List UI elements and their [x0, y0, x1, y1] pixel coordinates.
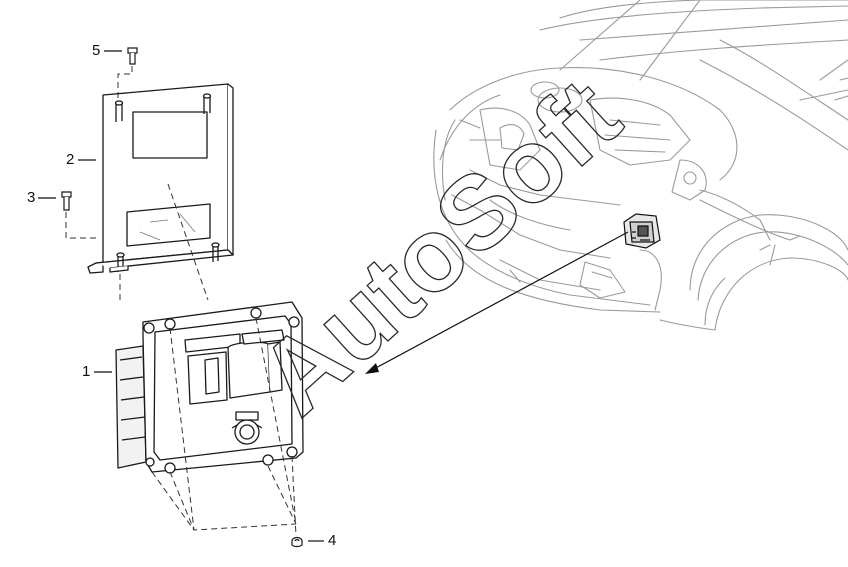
callout-5: 5 — [92, 42, 101, 59]
leader-lines — [38, 50, 324, 542]
nut-part-4 — [291, 536, 303, 548]
callout-1: 1 — [82, 363, 91, 380]
bolt-part-3 — [61, 191, 72, 211]
bolt-part-5 — [127, 47, 138, 65]
ecu-location-highlight — [623, 213, 661, 249]
callout-2: 2 — [66, 151, 75, 168]
callout-3: 3 — [27, 189, 36, 206]
callout-4: 4 — [328, 532, 337, 549]
bracket-part-2 — [87, 83, 234, 274]
car-front-view — [433, 0, 848, 331]
ecu-part-1 — [115, 301, 304, 474]
assembly-lines — [65, 66, 297, 537]
location-arrow — [365, 231, 629, 374]
